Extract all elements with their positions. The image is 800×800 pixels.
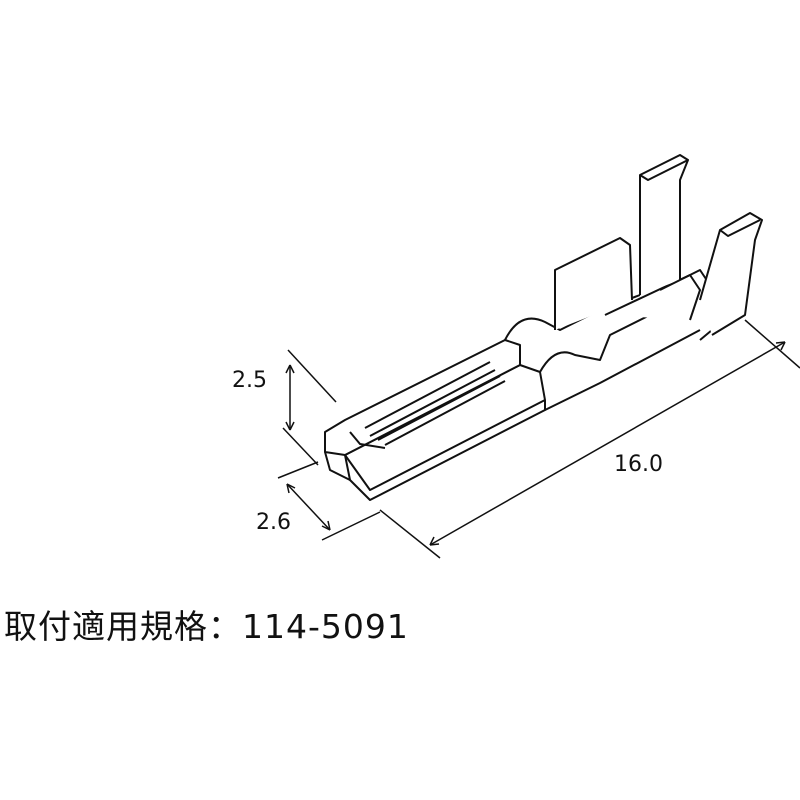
height-dimension-label: 2.5 xyxy=(232,368,267,393)
spec-value: 114-5091 xyxy=(242,607,409,646)
spec-label: 取付適用規格 xyxy=(4,607,208,646)
length-dimension-label: 16.0 xyxy=(614,452,663,477)
spec-separator: ： xyxy=(208,607,242,646)
width-dimension-label: 2.6 xyxy=(256,510,291,535)
applicable-spec: 取付適用規格：114-5091 xyxy=(4,600,409,648)
dimension-lines xyxy=(277,319,800,559)
crimp-terminal xyxy=(324,154,763,501)
